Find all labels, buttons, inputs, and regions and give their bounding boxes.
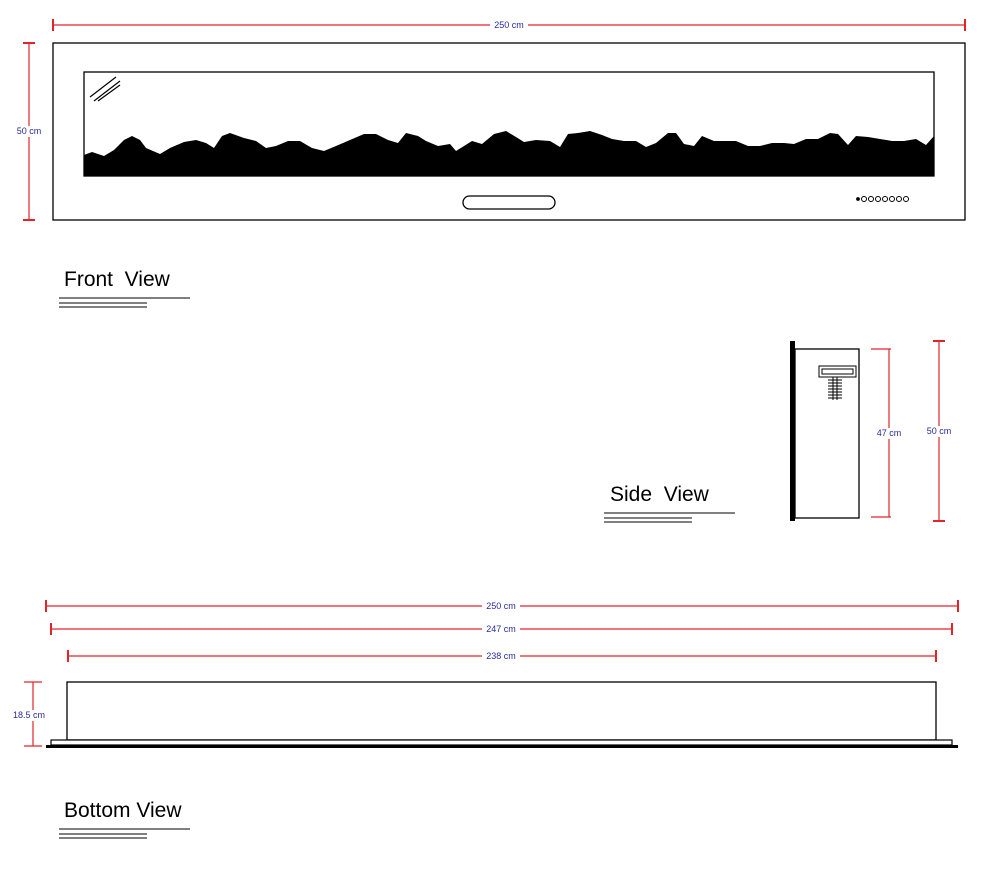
side-title-underline	[604, 512, 735, 523]
bottom-width-outer-label: 250 cm	[486, 601, 516, 611]
bottom-view: 250 cm 247 cm 238 cm 18.5 cm	[10, 600, 960, 839]
front-height-label: 50 cm	[17, 126, 42, 136]
bottom-title-underline	[59, 828, 190, 839]
bottom-body	[66, 681, 937, 741]
bottom-depth-label: 18.5 cm	[13, 710, 45, 720]
bottom-view-title: Bottom View	[64, 799, 182, 822]
front-view: 250 cm 50 cm	[13, 19, 967, 308]
front-handle-slot	[462, 195, 556, 210]
front-title-underline	[59, 297, 190, 308]
front-view-title: Front View	[64, 268, 170, 291]
side-bracket	[818, 365, 857, 400]
side-mounting-plate	[790, 341, 795, 521]
bottom-width-mid-dimension: 247 cm	[49, 623, 954, 635]
side-view: 47 cm 50 cm	[604, 339, 955, 523]
bottom-width-inner-label: 238 cm	[486, 651, 516, 661]
bottom-width-outer-dimension: 250 cm	[44, 600, 960, 612]
side-height-dimension: 50 cm	[923, 339, 955, 523]
bottom-width-inner-dimension: 238 cm	[66, 650, 938, 662]
control-buttons	[856, 196, 909, 202]
front-width-label: 250 cm	[494, 20, 524, 30]
front-height-dimension: 50 cm	[13, 41, 45, 222]
bottom-width-mid-label: 247 cm	[486, 624, 516, 634]
side-view-title: Side View	[610, 483, 709, 506]
side-inner-height-dimension: 47 cm	[871, 348, 905, 518]
side-inner-height-label: 47 cm	[877, 428, 902, 438]
side-height-label: 50 cm	[927, 426, 952, 436]
flame-logs	[84, 131, 934, 176]
front-width-dimension: 250 cm	[51, 19, 967, 31]
bottom-frame-lip	[50, 739, 953, 746]
glass-reflection-icon	[89, 76, 121, 102]
bottom-depth-dimension: 18.5 cm	[10, 681, 48, 747]
